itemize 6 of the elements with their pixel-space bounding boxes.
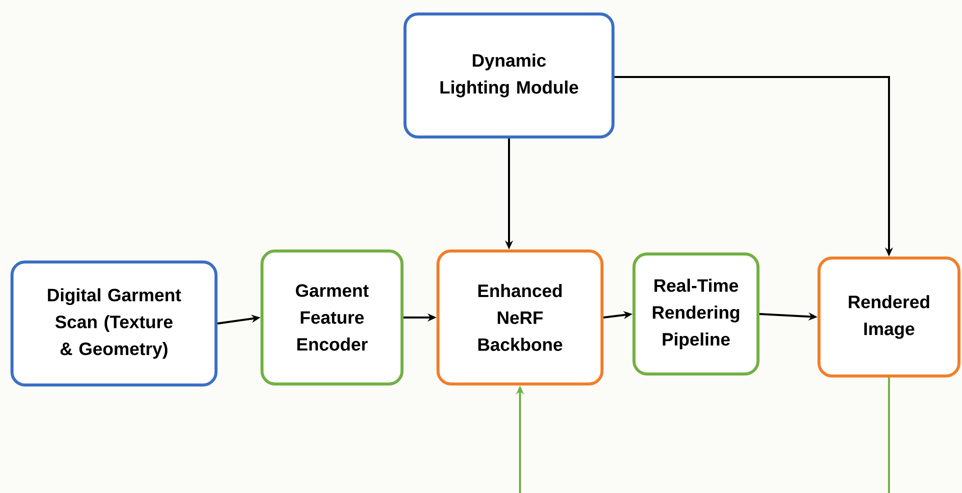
process-box: Enhanced NeRF Backbone [436, 249, 604, 386]
process-box: Rendered Image [818, 256, 960, 378]
process-box: Garment Feature Encoder [260, 249, 404, 386]
process-box: Digital Garment Scan (Texture & Geometry) [10, 260, 218, 386]
process-box: Dynamic Lighting Module [404, 12, 614, 138]
process-box: Real-Time Rendering Pipeline [632, 252, 760, 376]
